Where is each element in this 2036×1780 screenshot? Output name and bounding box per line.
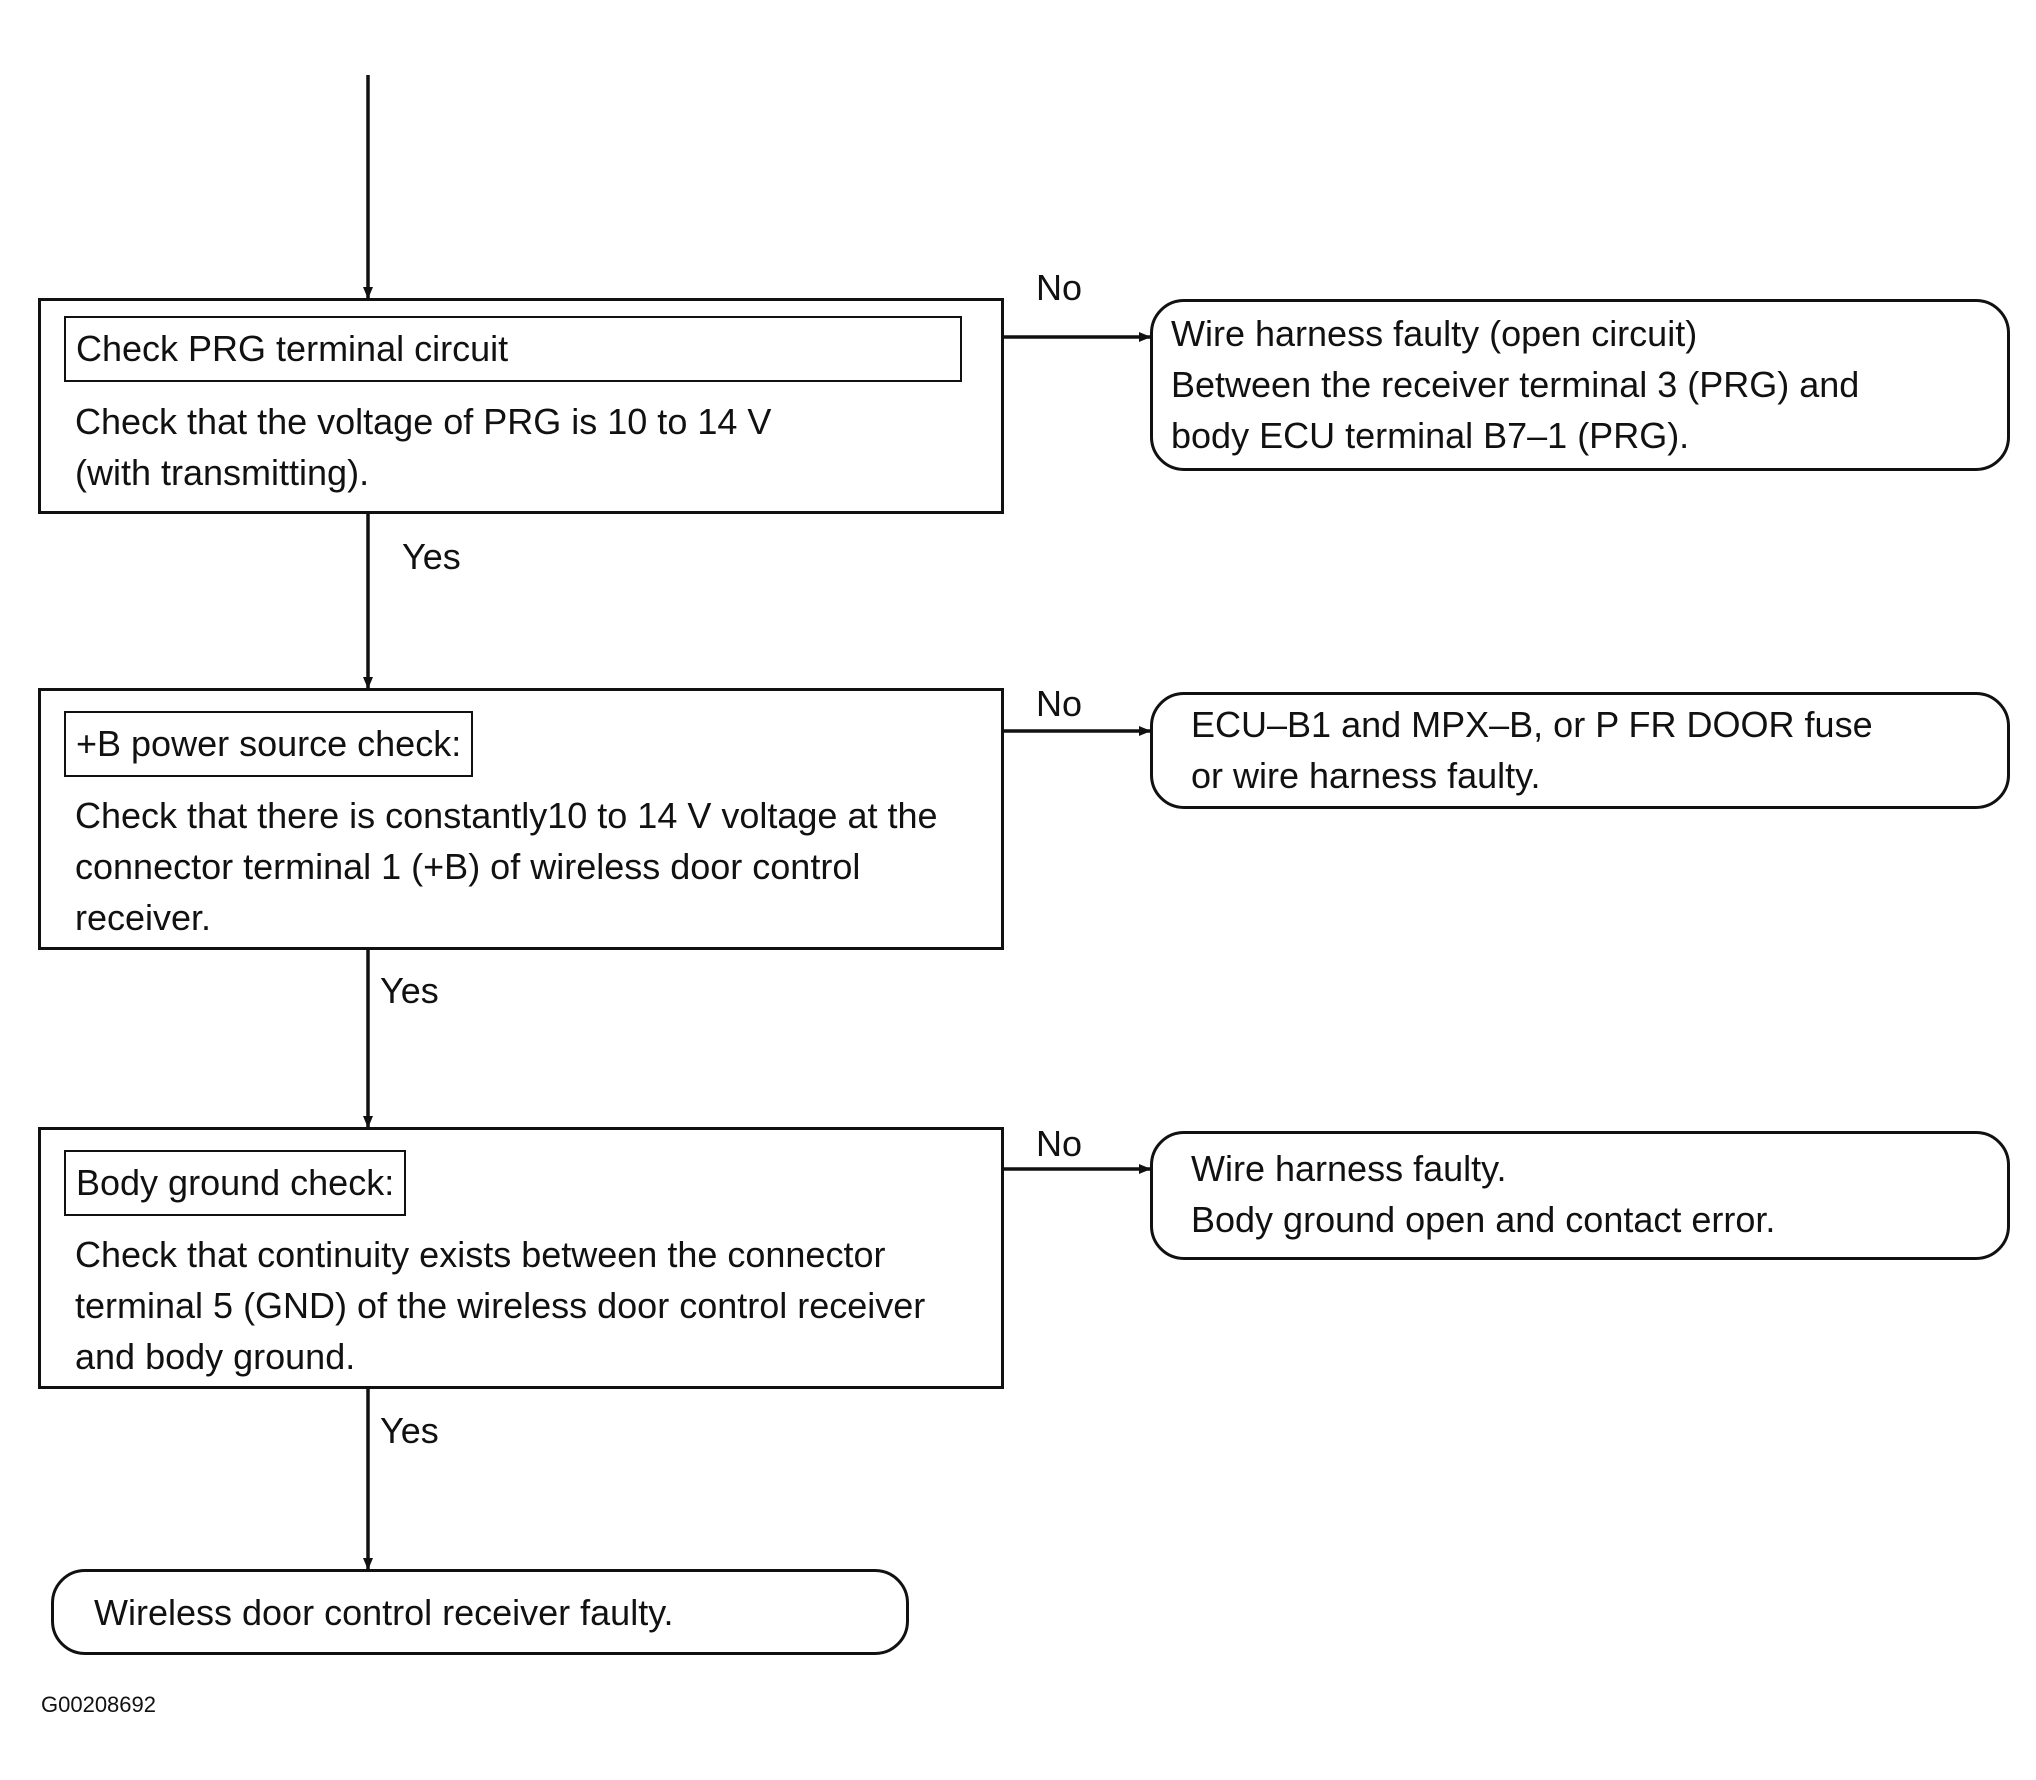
step-3-title: Body ground check: — [64, 1150, 407, 1216]
yes-label-3: Yes — [380, 1410, 439, 1451]
no-label-2: No — [1036, 683, 1083, 724]
no-result-1-line: body ECU terminal B7–1 (PRG). — [1171, 415, 1690, 456]
step-3-box: Body ground check: Check that continuity… — [38, 1127, 1004, 1389]
no-result-3-line: Wire harness faulty. — [1191, 1148, 1507, 1189]
figure-code: G00208692 — [41, 1692, 156, 1717]
yes-label-2: Yes — [380, 970, 439, 1011]
no-result-1-text: Wire harness faulty (open circuit) Betwe… — [1171, 308, 1859, 461]
step-2-body: Check that there is constantly10 to 14 V… — [75, 795, 938, 938]
no-result-3-box: Wire harness faulty. Body ground open an… — [1150, 1131, 2010, 1260]
step-1-box: Check PRG terminal circuit Check that th… — [38, 298, 1004, 514]
step-3-body: Check that continuity exists between the… — [75, 1234, 926, 1377]
step-1-title: Check PRG terminal circuit — [64, 316, 962, 382]
step-2-box: +B power source check: Check that there … — [38, 688, 1004, 950]
no-label-3: No — [1036, 1123, 1083, 1164]
final-result-text: Wireless door control receiver faulty. — [94, 1592, 674, 1633]
yes-label-1: Yes — [402, 536, 461, 577]
no-label-1: No — [1036, 267, 1083, 308]
final-result-box: Wireless door control receiver faulty. — [51, 1569, 909, 1655]
no-result-3-text: Wire harness faulty. Body ground open an… — [1191, 1143, 1775, 1245]
no-result-2-box: ECU–B1 and MPX–B, or P FR DOOR fuse or w… — [1150, 692, 2010, 809]
no-result-2-line: ECU–B1 and MPX–B, or P FR DOOR fuse — [1191, 704, 1873, 745]
no-result-1-box: Wire harness faulty (open circuit) Betwe… — [1150, 299, 2010, 471]
no-result-1-line: Between the receiver terminal 3 (PRG) an… — [1171, 364, 1860, 405]
step-1-body: Check that the voltage of PRG is 10 to 1… — [75, 401, 772, 493]
no-result-1-line: Wire harness faulty (open circuit) — [1171, 313, 1698, 354]
no-result-2-line: or wire harness faulty. — [1191, 755, 1541, 796]
no-result-2-text: ECU–B1 and MPX–B, or P FR DOOR fuse or w… — [1191, 699, 1873, 801]
no-result-3-line: Body ground open and contact error. — [1191, 1199, 1776, 1240]
step-2-title: +B power source check: — [64, 711, 474, 777]
